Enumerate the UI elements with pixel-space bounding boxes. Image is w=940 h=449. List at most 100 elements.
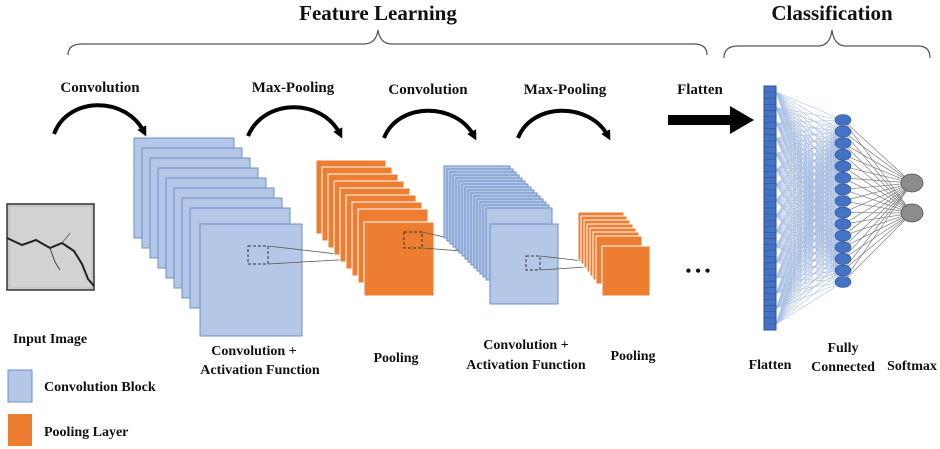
fc-edge [775, 142, 844, 201]
fc-edge [775, 131, 844, 325]
pooling-block-2 [577, 211, 651, 297]
softmax-edge [842, 182, 913, 271]
softmax-edge [842, 182, 913, 213]
convolution-block-2 [443, 165, 559, 305]
fc-node [834, 125, 852, 138]
fc-edge [775, 142, 844, 186]
fc-node [834, 195, 852, 207]
fc-connections [775, 91, 844, 325]
fc-edge [775, 119, 844, 124]
flatten-vector [763, 85, 777, 331]
softmax-edge [842, 212, 913, 225]
fc-edge [775, 154, 844, 186]
softmax-label: Softmax [887, 359, 937, 374]
op-label-max-pooling-1: Max-Pooling [252, 80, 335, 96]
fc-node [834, 148, 852, 161]
fully-connected-label-line2: Connected [811, 360, 875, 375]
curved-arrow-max-pooling-1 [246, 105, 343, 139]
softmax-edge [842, 165, 913, 184]
softmax-edge [842, 119, 913, 184]
fc-edge [775, 122, 844, 132]
convolution-block-2-label-line1: Convolution + [483, 338, 568, 353]
fc-edge [775, 143, 844, 278]
fc-node [834, 172, 852, 184]
fc-edge [775, 131, 844, 139]
fc-edge [775, 119, 844, 216]
softmax-connections [842, 119, 913, 283]
feature-learning-heading: Feature Learning [299, 1, 457, 25]
convolution-block-1-label-line1: Convolution + [211, 344, 296, 359]
classification-brace [723, 29, 931, 59]
softmax-edge [842, 182, 913, 283]
fc-edge [775, 143, 844, 325]
fc-edge [775, 131, 844, 309]
legend: Convolution Block Pooling Layer [7, 369, 156, 446]
legend-label-convolution-block: Convolution Block [44, 380, 156, 395]
fc-edge [775, 177, 844, 309]
op-label-convolution-2: Convolution [388, 82, 468, 98]
pooling-block-2-label: Pooling [610, 349, 655, 364]
softmax-edge [842, 177, 913, 184]
fc-edge [775, 131, 844, 294]
fc-node [834, 253, 852, 265]
softmax-edge [842, 154, 913, 214]
softmax-edge [842, 142, 913, 184]
fully-connected-layer [834, 114, 852, 288]
fc-edge [775, 143, 844, 309]
softmax-edge [842, 182, 913, 248]
softmax-layer [900, 173, 924, 223]
fc-edge [775, 119, 844, 186]
fc-edge [775, 119, 844, 247]
legend-label-pooling-layer: Pooling Layer [44, 425, 128, 440]
fc-edge [775, 177, 844, 294]
fc-node [834, 160, 852, 173]
fc-edge [775, 119, 844, 155]
fc-edge [775, 154, 844, 325]
pooling-block-1-label: Pooling [373, 351, 418, 366]
flatten-label: Flatten [749, 358, 792, 373]
softmax-edge [842, 131, 913, 184]
softmax-node [900, 203, 924, 223]
fc-edge [775, 131, 844, 186]
fc-edge [775, 189, 844, 294]
fc-edge [775, 131, 844, 278]
fc-edge [775, 154, 844, 294]
fc-edge [775, 138, 844, 144]
fc-edge [775, 270, 844, 325]
softmax-edge [842, 212, 913, 237]
fc-edge [775, 258, 844, 325]
softmax-edge [842, 182, 913, 236]
softmax-edge [842, 154, 913, 184]
fc-edge [775, 119, 844, 232]
fc-edge [775, 154, 844, 309]
convolution-block-1 [133, 137, 303, 337]
pooling-block-1 [315, 159, 435, 297]
fc-edge [775, 119, 844, 201]
convolution-block-2-label-line2: Activation Function [466, 358, 586, 373]
fc-node [834, 276, 852, 288]
fc-node [834, 218, 852, 230]
fc-edge [775, 119, 844, 139]
fc-edge [775, 154, 844, 170]
fc-edge [775, 131, 844, 155]
softmax-edge [842, 142, 913, 214]
op-label-convolution-1: Convolution [60, 80, 140, 96]
fc-edge [775, 223, 844, 325]
continuation-ellipsis: • • • [686, 263, 711, 280]
fc-edge [775, 119, 844, 294]
classification-heading: Classification [771, 1, 893, 25]
op-label-max-pooling-2: Max-Pooling [524, 82, 607, 98]
softmax-edge [842, 119, 913, 214]
softmax-edge [842, 131, 913, 214]
fc-edge [775, 119, 844, 278]
fc-edge [775, 166, 844, 294]
fc-edge [775, 142, 844, 170]
fc-edge [775, 166, 844, 325]
softmax-edge [842, 200, 913, 214]
fc-edge [775, 142, 844, 155]
fc-edge [775, 281, 844, 325]
fc-edge [775, 166, 844, 309]
fc-edge [775, 107, 844, 144]
fc-edge [775, 122, 844, 144]
